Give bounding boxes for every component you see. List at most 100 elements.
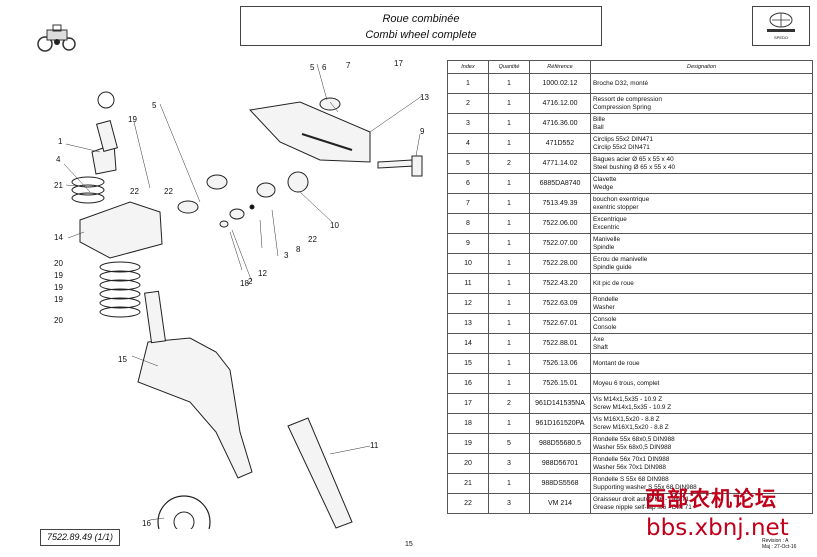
cell-index: 21 bbox=[447, 473, 489, 494]
callout-1: 1 bbox=[58, 137, 63, 146]
cell-quantity: 1 bbox=[488, 193, 530, 214]
cell-quantity: 1 bbox=[488, 313, 530, 334]
title-box: Roue combinée Combi wheel complete bbox=[240, 6, 602, 46]
cell-quantity: 1 bbox=[488, 333, 530, 354]
designation-fr: Montant de roue bbox=[593, 359, 640, 367]
wheel-pick bbox=[287, 417, 353, 529]
cell-quantity: 1 bbox=[488, 253, 530, 274]
cell-index: 22 bbox=[447, 493, 489, 514]
cell-quantity: 1 bbox=[488, 73, 530, 94]
cell-index: 10 bbox=[447, 253, 489, 274]
designation-fr: Ressort de compression bbox=[593, 96, 662, 103]
cell-index: 11 bbox=[447, 273, 489, 294]
callout-2: 2 bbox=[248, 277, 253, 286]
designation-fr: Broche D32, monté bbox=[593, 79, 649, 87]
cell-quantity: 1 bbox=[488, 293, 530, 314]
designation-fr: Excentrique bbox=[593, 216, 627, 223]
cell-index: 16 bbox=[447, 373, 489, 394]
designation-fr: Manivelle bbox=[593, 236, 620, 243]
callout-19c: 19 bbox=[54, 283, 63, 292]
cell-reference: 961D161520PA bbox=[529, 413, 591, 434]
callout-5a: 5 bbox=[152, 101, 157, 110]
pin-ring bbox=[97, 91, 115, 109]
logo-box: SPEDO bbox=[752, 6, 810, 46]
callout-20a: 20 bbox=[54, 259, 63, 268]
designation-en: Compression Spring bbox=[593, 103, 651, 111]
cell-quantity: 2 bbox=[488, 153, 530, 174]
designation-en: Spindle guide bbox=[593, 263, 632, 271]
cell-quantity: 1 bbox=[488, 113, 530, 134]
designation-fr: Graisseur droit autof. M6 - DIN 71 bbox=[593, 496, 689, 503]
designation-fr: Console bbox=[593, 316, 617, 323]
table-header-row: Index Quantité Référence Designation bbox=[447, 60, 813, 74]
page-number: 15 bbox=[405, 541, 413, 548]
cell-index: 12 bbox=[447, 293, 489, 314]
cell-reference: 4716.12.00 bbox=[529, 93, 591, 114]
designation-en: Wedge bbox=[593, 183, 614, 191]
cell-reference: 7522.28.00 bbox=[529, 253, 591, 274]
cell-reference: 7522.63.09 bbox=[529, 293, 591, 314]
designation-en: Ball bbox=[593, 123, 604, 131]
designation-fr: Bagues acier Ø 65 x 55 x 40 bbox=[593, 156, 674, 163]
cell-index: 13 bbox=[447, 313, 489, 334]
cell-reference: 7522.06.00 bbox=[529, 213, 591, 234]
cell-index: 20 bbox=[447, 453, 489, 474]
cell-index: 7 bbox=[447, 193, 489, 214]
designation-en: Excentric bbox=[593, 223, 620, 231]
revision-label: Revision : A bbox=[762, 538, 789, 544]
header-designation: Designation bbox=[590, 60, 813, 74]
title-fr: Roue combinée bbox=[382, 13, 460, 25]
cell-quantity: 3 bbox=[488, 493, 530, 514]
designation-en: Washer 55x 68x0,5 DIN988 bbox=[593, 443, 672, 451]
header-reference: Référence bbox=[529, 60, 591, 74]
callout-16: 16 bbox=[142, 519, 151, 528]
cell-index: 17 bbox=[447, 393, 489, 414]
designation-en: Shaft bbox=[593, 343, 608, 351]
callout-20b: 20 bbox=[54, 316, 63, 325]
header-index: Index bbox=[447, 60, 489, 74]
designation-fr: Rondelle 56x 70x1 DIN988 bbox=[593, 456, 670, 463]
cell-index: 9 bbox=[447, 233, 489, 254]
cell-reference: 7522.43.20 bbox=[529, 273, 591, 294]
designation-fr: Axe bbox=[593, 336, 605, 343]
designation-en: Circlip 55x2 DIN471 bbox=[593, 143, 650, 151]
brand-logo: SPEDO bbox=[767, 12, 795, 40]
header-quantity: Quantité bbox=[488, 60, 530, 74]
cell-designation: Moyeu 6 trous, complet bbox=[590, 373, 813, 394]
cell-quantity: 1 bbox=[488, 93, 530, 114]
designation-fr: Clavette bbox=[593, 176, 617, 183]
cell-index: 3 bbox=[447, 113, 489, 134]
cell-quantity: 3 bbox=[488, 453, 530, 474]
title-en: Combi wheel complete bbox=[365, 29, 477, 41]
cell-quantity: 1 bbox=[488, 413, 530, 434]
cell-reference: 988DS5568 bbox=[529, 473, 591, 494]
designation-fr: Rondelle bbox=[593, 296, 619, 303]
designation-en: Supporting washer S 55x 68 DIN988 bbox=[593, 483, 697, 491]
designation-fr: Rondelle 55x 68x0,5 DIN988 bbox=[593, 436, 675, 443]
cell-index: 4 bbox=[447, 133, 489, 154]
cell-index: 8 bbox=[447, 213, 489, 234]
cell-quantity: 1 bbox=[488, 353, 530, 374]
callout-14: 14 bbox=[54, 233, 63, 242]
callout-22b: 22 bbox=[164, 187, 173, 196]
callout-3: 3 bbox=[284, 251, 289, 260]
callout-12: 12 bbox=[258, 269, 267, 278]
